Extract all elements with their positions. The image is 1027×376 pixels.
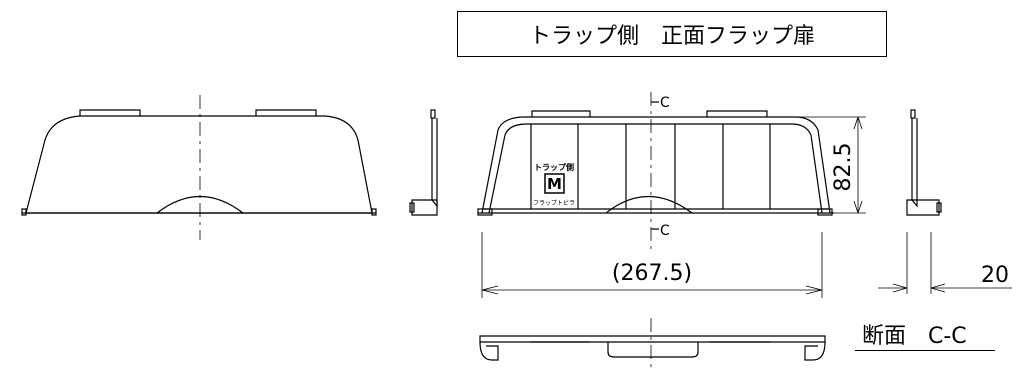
side-view-right	[906, 109, 942, 216]
front-view: トラップ側 M フラップトビラ C C	[477, 92, 834, 250]
width-dimension: (267.5)	[481, 232, 823, 298]
rear-tab-right	[255, 109, 317, 116]
front-frame-inner	[488, 123, 823, 214]
drawing-title: トラップ側 正面フラップ扉	[457, 11, 887, 57]
svg-text:(267.5): (267.5)	[612, 261, 692, 286]
svg-text:M: M	[547, 175, 562, 193]
svg-text:フラップトビラ: フラップトビラ	[533, 199, 575, 207]
front-arch	[605, 196, 693, 214]
side-view-left	[409, 109, 438, 216]
front-tab-right	[706, 110, 768, 117]
section-mark-bottom: C	[660, 223, 670, 239]
front-slats	[530, 124, 771, 209]
svg-text:トラップ側: トラップ側	[534, 162, 574, 172]
rear-view-outline	[25, 115, 373, 214]
section-mark-top: C	[660, 95, 670, 111]
svg-text:20: 20	[981, 263, 1009, 288]
rear-tab-left	[79, 109, 141, 116]
section-label: 断面 C-C	[862, 324, 967, 349]
front-frame-outer	[481, 116, 831, 214]
depth-dimension: 20	[878, 232, 1012, 294]
front-tab-left	[531, 110, 591, 117]
height-dimension: 82.5	[800, 116, 866, 214]
svg-text:82.5: 82.5	[831, 143, 856, 192]
front-label: トラップ側 M フラップトビラ	[533, 162, 575, 207]
rear-view	[21, 95, 377, 240]
section-c-c-view	[479, 318, 826, 372]
section-label-underline	[855, 350, 995, 351]
